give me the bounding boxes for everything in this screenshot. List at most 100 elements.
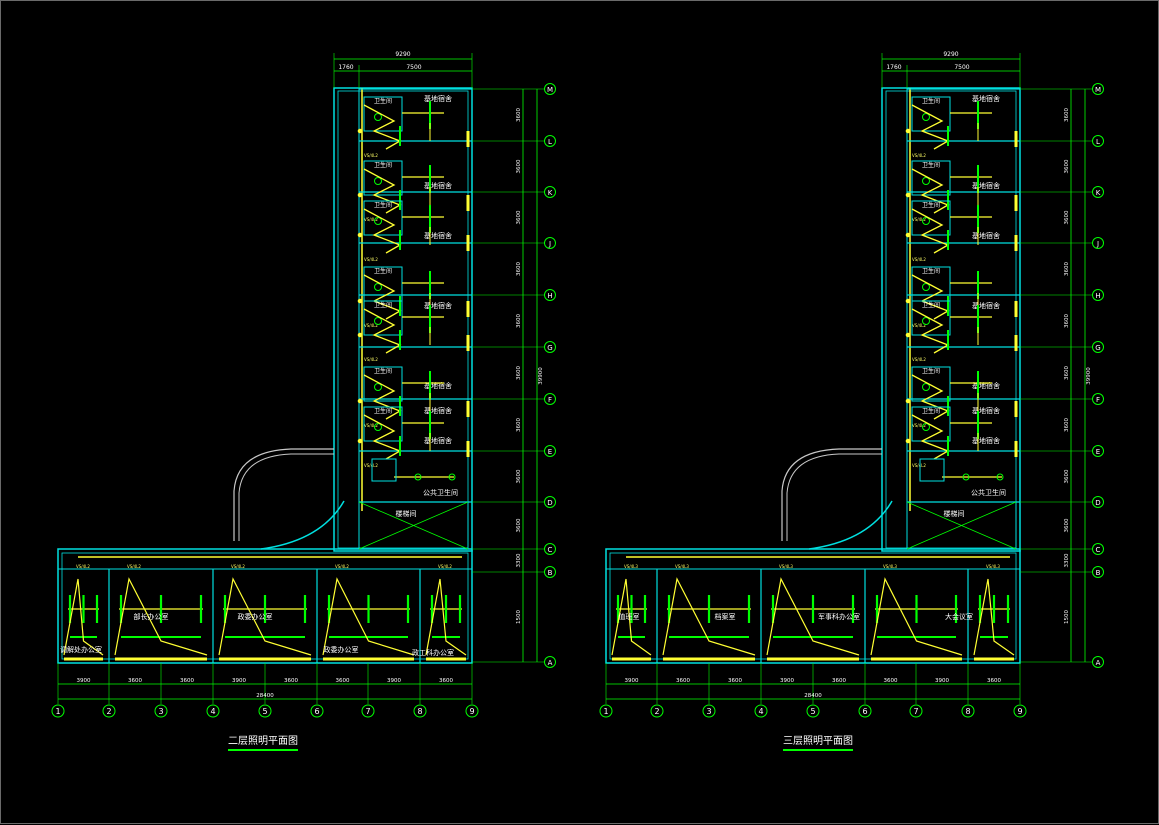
col-axis-label: 2 bbox=[106, 707, 111, 716]
switch-label: VS/4L2 bbox=[912, 323, 926, 328]
row-axis-label: H bbox=[547, 292, 552, 300]
dim-text: 3900 bbox=[77, 678, 91, 684]
col-axis-bubble bbox=[206, 704, 220, 718]
wiring-run bbox=[870, 577, 963, 656]
plan-title: 二层照明平面图 bbox=[228, 735, 298, 747]
switch-label: VS/4L2 bbox=[127, 564, 141, 569]
row-axis-label: G bbox=[1095, 344, 1100, 352]
room-label: 政工科办公室 bbox=[412, 648, 454, 657]
row-axis-bubble bbox=[544, 656, 556, 668]
dim-text: 1500 bbox=[516, 610, 522, 624]
wing-inner-outline bbox=[885, 90, 1017, 549]
row-axis-label: C bbox=[548, 546, 553, 554]
col-axis-bubble bbox=[310, 704, 324, 718]
switch bbox=[905, 298, 911, 304]
row-axis-label: L bbox=[548, 138, 552, 146]
dorm-room-label: 基地宿舍 bbox=[424, 94, 452, 103]
switch-label: VS/4L3 bbox=[883, 564, 897, 569]
switch-label: VS/4L2 bbox=[364, 463, 378, 468]
col-axis-bubble bbox=[51, 704, 65, 718]
row-axis-label: F bbox=[1096, 396, 1100, 404]
row-axis-bubble bbox=[1092, 135, 1104, 147]
col-axis-label: 8 bbox=[417, 707, 422, 716]
switch-label: VS/4L2 bbox=[364, 153, 378, 158]
dim-text: 3600 bbox=[336, 678, 350, 684]
bathroom-label: 卫生间 bbox=[922, 97, 940, 105]
col-axis-label: 5 bbox=[262, 707, 267, 716]
bathroom-label: 卫生间 bbox=[374, 161, 392, 169]
dim-text: 3600 bbox=[987, 678, 1001, 684]
row-axis-bubble bbox=[1092, 186, 1104, 198]
wiring-run bbox=[911, 374, 950, 420]
row-axis-bubble bbox=[1092, 393, 1104, 405]
col-axis-bubble bbox=[702, 704, 716, 718]
bathroom-room bbox=[363, 406, 403, 442]
row-axis-bubble bbox=[1092, 656, 1104, 668]
row-axis-bubble bbox=[544, 445, 556, 457]
switch bbox=[905, 398, 911, 404]
switch-label: VS/4L2 bbox=[438, 564, 452, 569]
dorm-room-label: 基地宿舍 bbox=[972, 436, 1000, 445]
wing-outline bbox=[881, 87, 1021, 552]
switch-label: VS/4L3 bbox=[624, 564, 638, 569]
row-axis-label: F bbox=[548, 396, 552, 404]
row-axis-label: K bbox=[1096, 189, 1101, 197]
col-axis-bubble bbox=[806, 704, 820, 718]
switch-label: VS/4L2 bbox=[364, 323, 378, 328]
row-axis-bubble bbox=[1092, 543, 1104, 555]
entrance-curve bbox=[808, 500, 893, 550]
col-axis-label: 4 bbox=[758, 707, 763, 716]
bathroom-room bbox=[363, 300, 403, 336]
bathroom-label: 卫生间 bbox=[922, 407, 940, 415]
switch bbox=[905, 332, 911, 338]
dim-text: 3600 bbox=[516, 262, 522, 276]
bath-light-fixture bbox=[922, 217, 930, 225]
col-axis-label: 5 bbox=[810, 707, 815, 716]
wiring-run bbox=[911, 308, 950, 354]
bathroom-room bbox=[911, 300, 951, 336]
dim-text: 3600 bbox=[516, 469, 522, 483]
dim-text: 3900 bbox=[232, 678, 246, 684]
light-fixture bbox=[414, 473, 422, 481]
dim-text: 3900 bbox=[780, 678, 794, 684]
stairwell bbox=[358, 501, 469, 550]
room-label: 政委办公室 bbox=[324, 645, 359, 654]
dim-text: 3600 bbox=[884, 678, 898, 684]
bath-light-fixture bbox=[374, 177, 382, 185]
bathroom-room bbox=[911, 366, 951, 402]
col-axis-bubble bbox=[650, 704, 664, 718]
row-axis-label: D bbox=[547, 499, 552, 507]
dim-text: 3600 bbox=[439, 678, 453, 684]
bath-light-fixture bbox=[922, 113, 930, 121]
canopy-outline bbox=[238, 453, 334, 541]
dorm-room-label: 基地宿舍 bbox=[424, 436, 452, 445]
dim-text: 39900 bbox=[538, 367, 544, 385]
dim-text: 3600 bbox=[1064, 518, 1070, 532]
bathroom-label: 卫生间 bbox=[374, 301, 392, 309]
dim-text: 3600 bbox=[516, 314, 522, 328]
dim-text: 3900 bbox=[935, 678, 949, 684]
switch bbox=[357, 128, 363, 134]
col-axis-label: 6 bbox=[314, 707, 319, 716]
col-axis-label: 3 bbox=[158, 707, 163, 716]
dim-text: 39900 bbox=[1086, 367, 1092, 385]
bath-light-fixture bbox=[922, 283, 930, 291]
switch bbox=[357, 438, 363, 444]
row-axis-bubble bbox=[1092, 566, 1104, 578]
wiring-run bbox=[363, 168, 402, 214]
dim-text: 3600 bbox=[728, 678, 742, 684]
wiring-run bbox=[363, 414, 402, 460]
dim-text: 3600 bbox=[676, 678, 690, 684]
dim-text: 3600 bbox=[1064, 262, 1070, 276]
dim-text: 3300 bbox=[516, 553, 522, 567]
dim-text: 3600 bbox=[128, 678, 142, 684]
switch-label: VS/4L2 bbox=[364, 257, 378, 262]
dorm-room-label: 基地宿舍 bbox=[972, 181, 1000, 190]
dorm-room-label: 基地宿舍 bbox=[424, 231, 452, 240]
bath-light-fixture bbox=[374, 217, 382, 225]
row-axis-label: A bbox=[548, 659, 553, 667]
dorm-room-label: 基地宿舍 bbox=[424, 406, 452, 415]
bathroom-label: 卫生间 bbox=[374, 201, 392, 209]
dim-text: 1500 bbox=[1064, 610, 1070, 624]
bathroom-room bbox=[919, 458, 945, 482]
